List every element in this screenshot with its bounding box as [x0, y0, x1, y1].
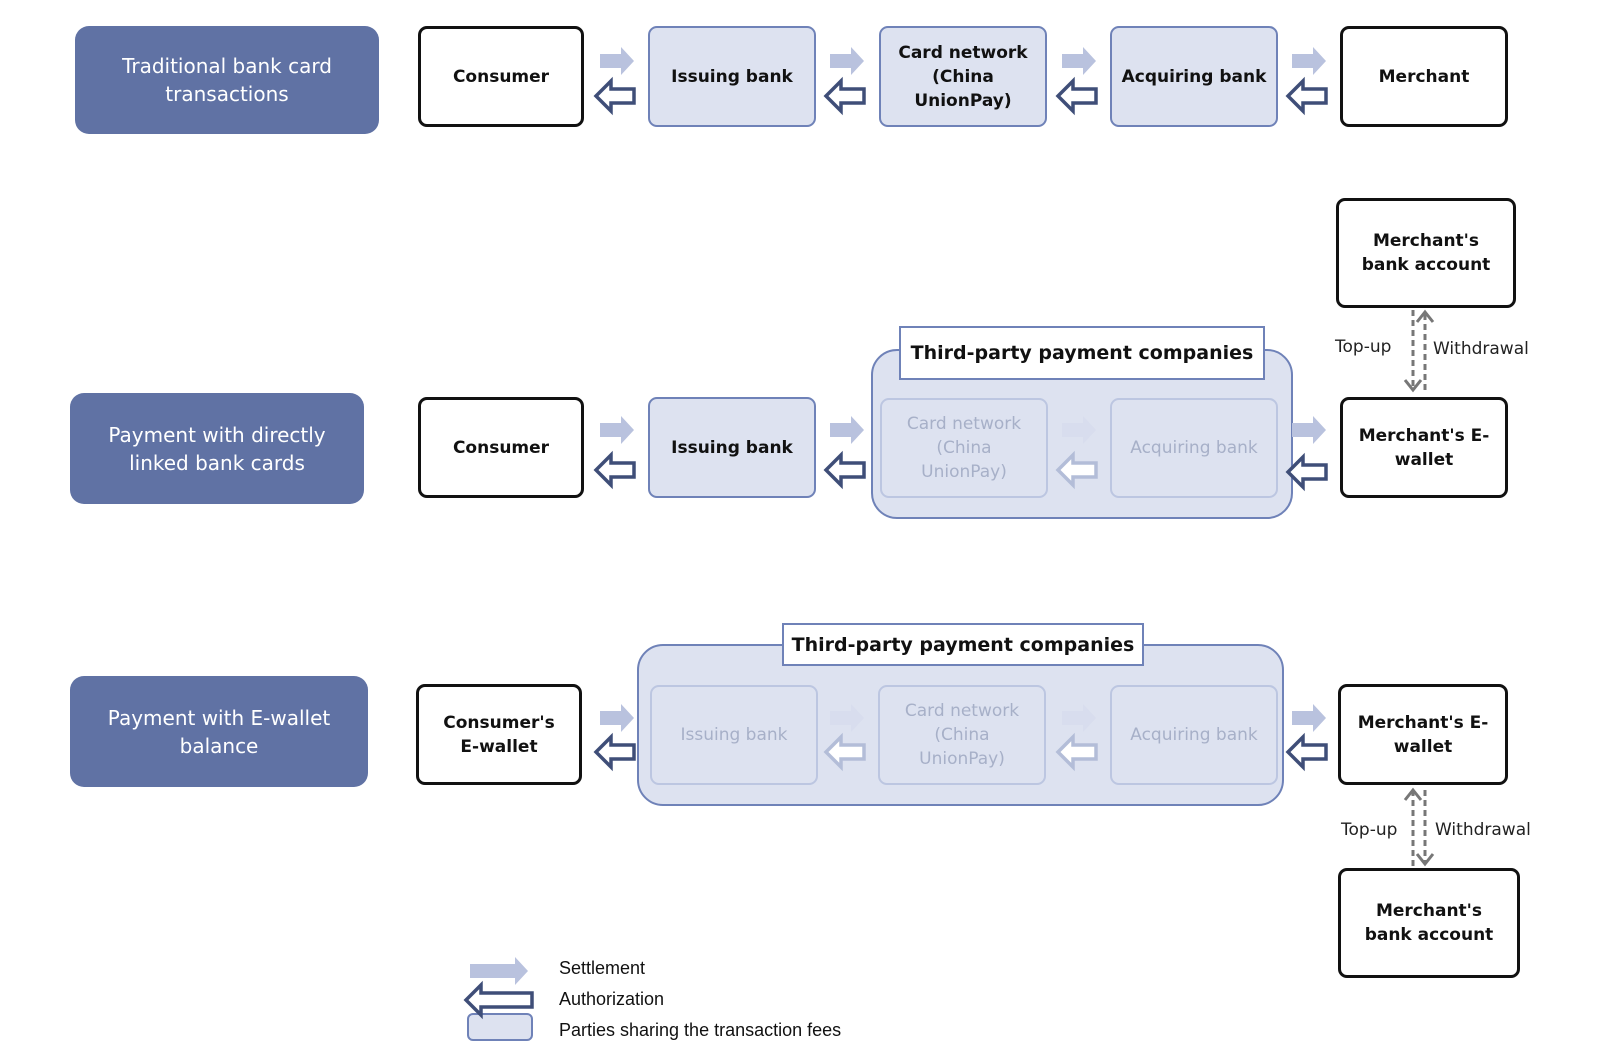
authorization-arrow-faint: [823, 732, 866, 772]
settlement-arrow-faint: [830, 704, 864, 732]
top-up-connector-head: [1403, 787, 1423, 801]
settlement-arrow: [1292, 47, 1326, 75]
merchant-ewallet-box: Merchant's E-wallet: [1338, 684, 1508, 785]
top-up-label: Top-up: [1341, 820, 1398, 840]
withdrawal-connector-head: [1415, 309, 1435, 323]
withdrawal-label: Withdrawal: [1433, 339, 1529, 359]
group-title: Third-party payment companies: [899, 326, 1265, 380]
withdrawal-connector-head: [1415, 853, 1435, 867]
settlement-arrow: [1292, 704, 1326, 732]
settlement-arrow: [600, 416, 634, 444]
authorization-arrow: [593, 76, 636, 116]
authorization-arrow: [593, 450, 636, 490]
settlement-arrow: [830, 416, 864, 444]
settlement-arrow: [600, 704, 634, 732]
top-up-connector-head: [1403, 379, 1423, 393]
top-up-label: Top-up: [1335, 337, 1392, 357]
authorization-arrow-faint: [1055, 732, 1098, 772]
authorization-arrow: [1055, 76, 1098, 116]
settlement-arrow: [1292, 416, 1326, 444]
row-label-linked-cards: Payment with directly linked bank cards: [70, 393, 364, 504]
issuing-bank-box: Issuing bank: [650, 685, 818, 785]
authorization-arrow-faint: [1055, 450, 1098, 490]
settlement-arrow-faint: [1062, 416, 1096, 444]
withdrawal-label: Withdrawal: [1435, 820, 1531, 840]
card-network-box: Card network (China UnionPay): [879, 26, 1047, 127]
merchant-bank-account-box: Merchant's bank account: [1338, 868, 1520, 978]
legend-settlement-arrow: [470, 957, 528, 985]
consumer-box: Consumer: [418, 397, 584, 498]
card-network-box: Card network (China UnionPay): [878, 685, 1046, 785]
issuing-bank-box: Issuing bank: [648, 397, 816, 498]
legend-authorization-label: Authorization: [559, 989, 665, 1009]
merchant-bank-account-box: Merchant's bank account: [1336, 198, 1516, 308]
legend-authorization-arrow: [463, 980, 534, 1020]
acquiring-bank-box: Acquiring bank: [1110, 685, 1278, 785]
acquiring-bank-box: Acquiring bank: [1110, 26, 1278, 127]
row-label-traditional: Traditional bank card transactions: [75, 26, 379, 134]
merchant-box: Merchant: [1340, 26, 1508, 127]
settlement-arrow: [600, 47, 634, 75]
authorization-arrow: [1285, 76, 1328, 116]
consumer-ewallet-box: Consumer's E-wallet: [416, 684, 582, 785]
issuing-bank-box: Issuing bank: [648, 26, 816, 127]
authorization-arrow: [1285, 452, 1328, 492]
legend-fee-sharing-label: Parties sharing the transaction fees: [559, 1020, 842, 1040]
group-title: Third-party payment companies: [782, 623, 1144, 666]
legend-fee-sharing-swatch: [467, 1013, 533, 1041]
authorization-arrow: [823, 76, 866, 116]
settlement-arrow: [1062, 47, 1096, 75]
authorization-arrow: [593, 732, 636, 772]
row-label-ewallet: Payment with E-wallet balance: [70, 676, 368, 787]
authorization-arrow: [823, 450, 866, 490]
legend-settlement-label: Settlement: [559, 958, 646, 978]
authorization-arrow: [1285, 732, 1328, 772]
card-network-box: Card network (China UnionPay): [880, 398, 1048, 498]
acquiring-bank-box: Acquiring bank: [1110, 398, 1278, 498]
settlement-arrow: [830, 47, 864, 75]
settlement-arrow-faint: [1062, 704, 1096, 732]
merchant-ewallet-box: Merchant's E-wallet: [1340, 397, 1508, 498]
consumer-box: Consumer: [418, 26, 584, 127]
